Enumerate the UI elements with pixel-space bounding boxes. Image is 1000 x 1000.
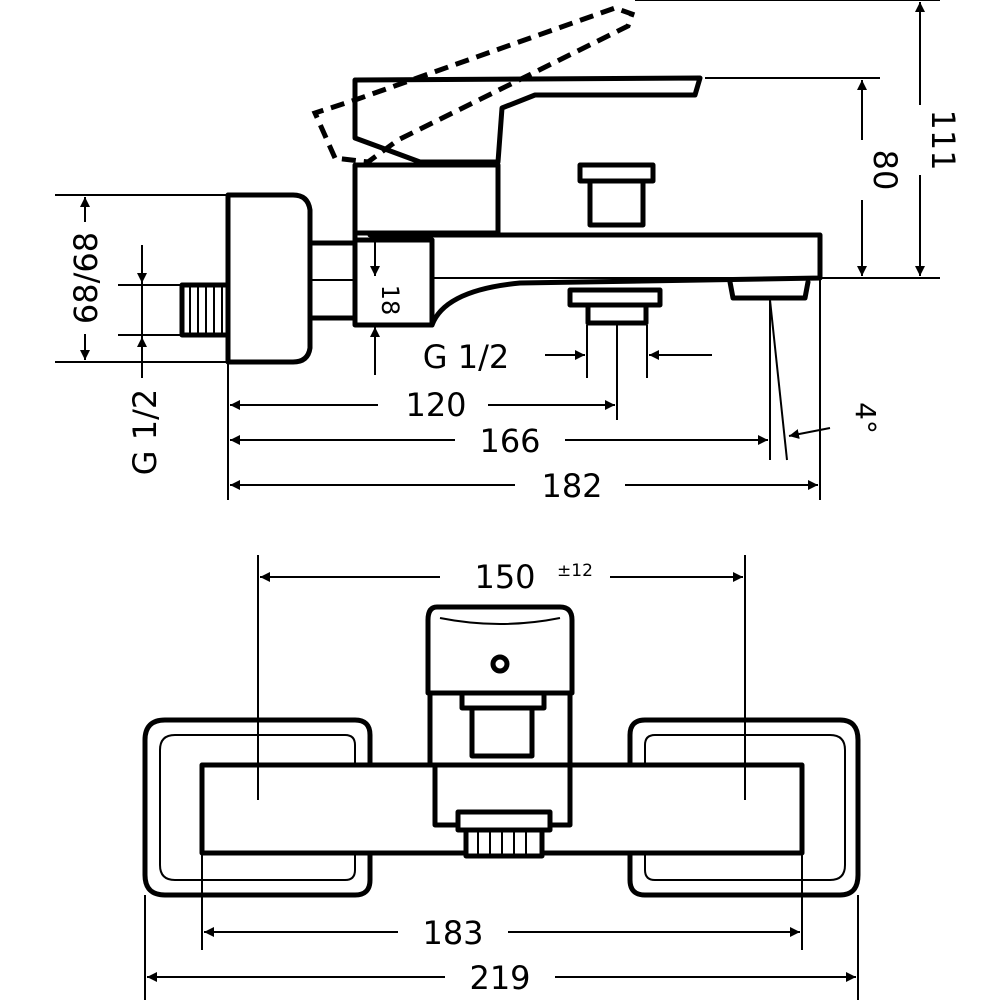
dim-outlet-thread: G 1/2 <box>423 338 509 376</box>
dim-spout-height: 80 <box>866 150 904 191</box>
lever-indicator <box>490 654 510 674</box>
lever <box>352 75 703 165</box>
dim-centres: 150 <box>474 558 535 596</box>
wall-rosette <box>225 192 313 365</box>
spout <box>367 232 823 328</box>
dim-overall-width: 219 <box>469 959 530 997</box>
dim-spout-tip: 166 <box>479 422 540 460</box>
side-view: 111 80 68/68 G 1/2 18 G 1/2 120 166 4° <box>55 0 962 505</box>
dim-wall-thickness: 68/68 <box>67 232 105 324</box>
dim-body-width: 183 <box>422 914 483 952</box>
bottom-outlet <box>585 302 649 326</box>
front-view: 150 ±12 183 219 <box>142 555 861 1000</box>
dim-overall-height: 111 <box>924 109 962 170</box>
dim-centres-tolerance: ±12 <box>557 561 593 581</box>
diverter-stem <box>587 178 646 228</box>
dim-spout-angle: 4° <box>849 402 882 434</box>
left-rosette <box>142 717 373 898</box>
spout-outlet-front <box>455 809 553 833</box>
spout-outlet <box>727 279 811 301</box>
dim-inlet-offset: 18 <box>376 285 404 316</box>
dim-overall-projection: 182 <box>541 467 602 505</box>
dim-outlet-distance: 120 <box>405 386 466 424</box>
right-rosette <box>627 717 861 898</box>
cartridge-housing <box>352 162 501 236</box>
diverter-stem-front <box>469 705 535 759</box>
lever-raised-outline <box>311 5 636 165</box>
dim-inlet-thread: G 1/2 <box>126 389 164 475</box>
